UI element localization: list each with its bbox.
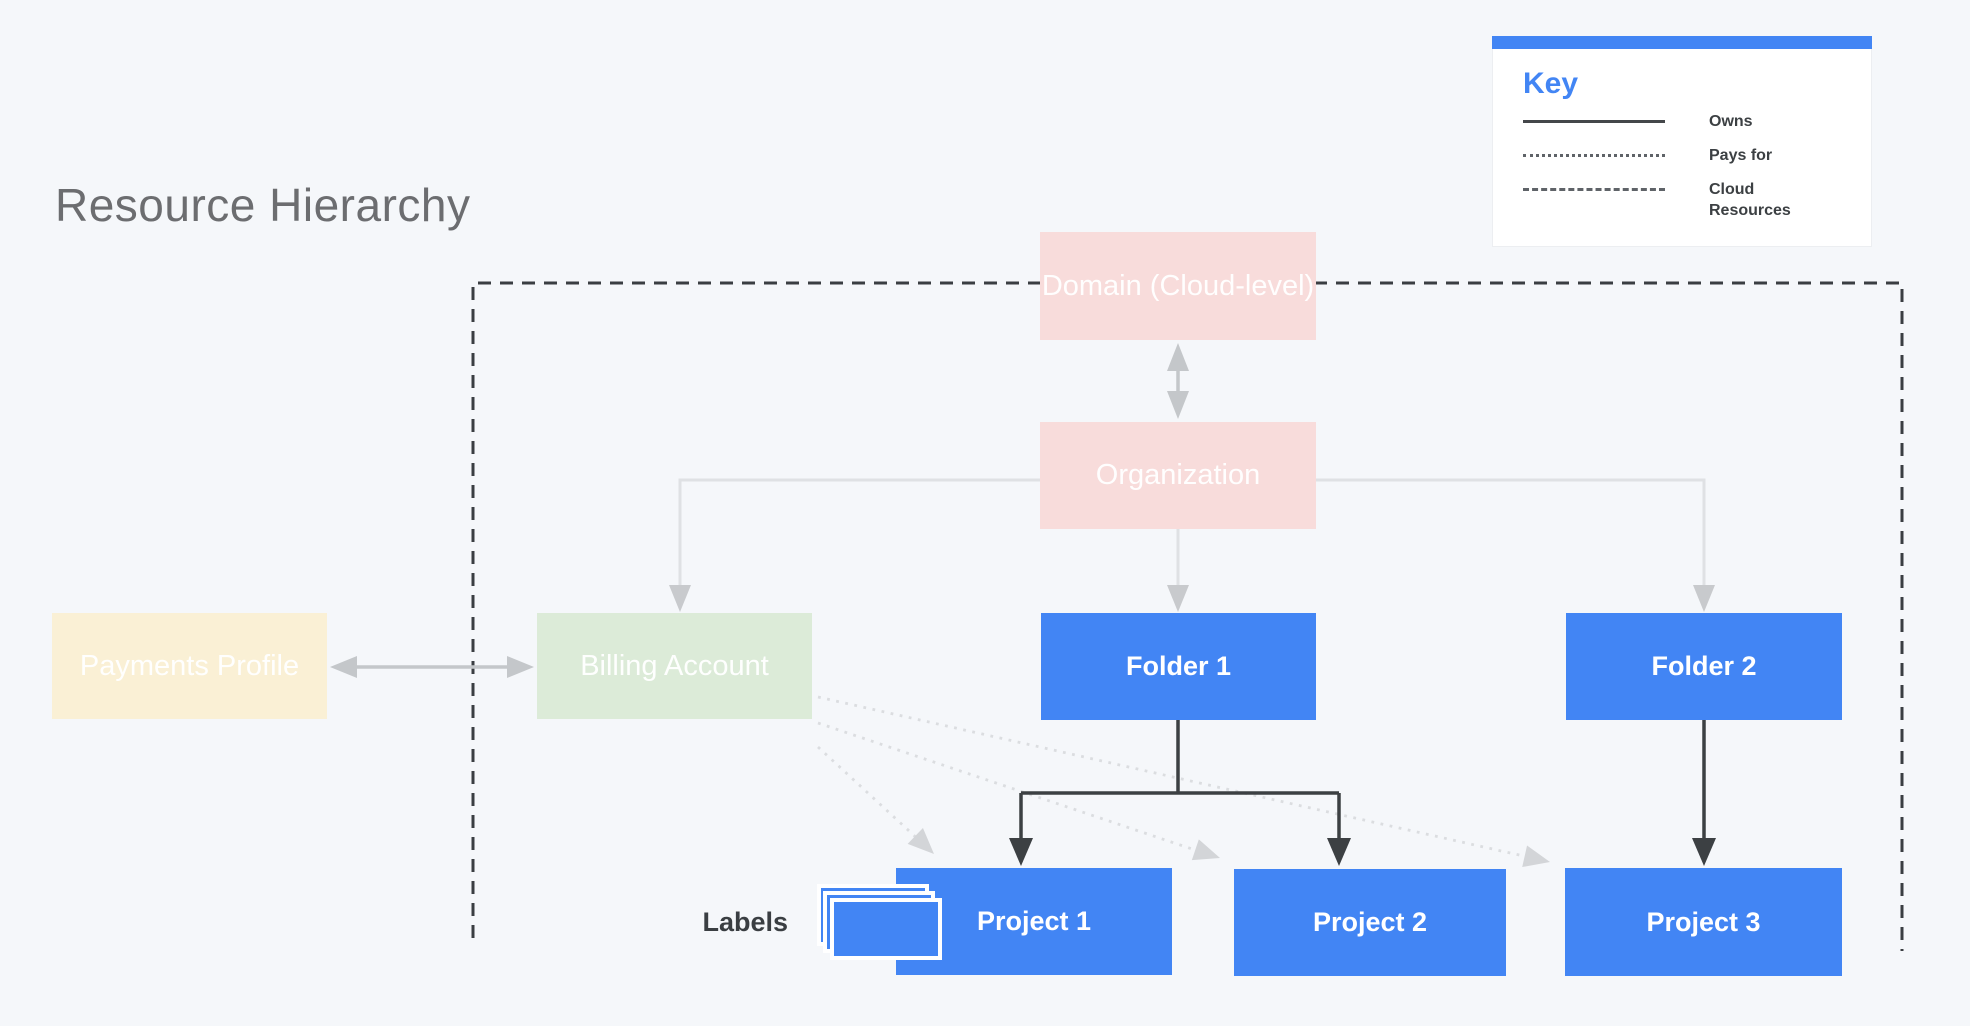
legend-title: Key [1523,67,1579,100]
owns-lines [1019,720,1706,840]
node-project-3: Project 3 [1565,868,1842,976]
legend-label-owns: Owns [1709,113,1753,130]
dotted-line-sample [1523,154,1665,157]
owns-arrowheads [1009,838,1716,866]
domain-organization-arrow [1167,343,1189,419]
node-billing-account: Billing Account [537,613,812,719]
legend-label-cloud-resources: Cloud Resources [1709,181,1791,219]
page-title: Resource Hierarchy [55,179,471,231]
node-project-1: Project 1 [896,868,1172,975]
legend-row-owns: Owns [1523,111,1855,132]
node-domain: Domain (Cloud-level) [1040,232,1316,340]
node-folder-2: Folder 2 [1566,613,1842,720]
legend-label-pays-for: Pays for [1709,147,1773,164]
legend-row-pays-for: Pays for [1523,145,1855,166]
node-folder-1: Folder 1 [1041,613,1316,720]
node-payments-profile: Payments Profile [52,613,327,719]
node-organization: Organization [1040,422,1316,529]
pays-for-arrowheads [907,828,1550,868]
labels-caption: Labels [702,907,788,937]
legend-box: Key Owns Pays for Cloud Resources [1492,36,1872,247]
node-project-2: Project 2 [1234,869,1506,976]
pays-for-dotted-lines [817,695,1529,859]
dashed-line-sample [1523,188,1665,191]
legend-row-cloud-resources: Cloud Resources [1523,179,1855,221]
labels-stack-icon [830,898,942,960]
legend-body: Key Owns Pays for Cloud Resources [1492,49,1872,247]
solid-line-sample [1523,120,1665,123]
organization-connector-arrowheads [669,585,1715,612]
legend-top-accent-bar [1492,36,1872,49]
payments-billing-arrow [330,656,534,678]
organization-connectors [678,478,1706,587]
